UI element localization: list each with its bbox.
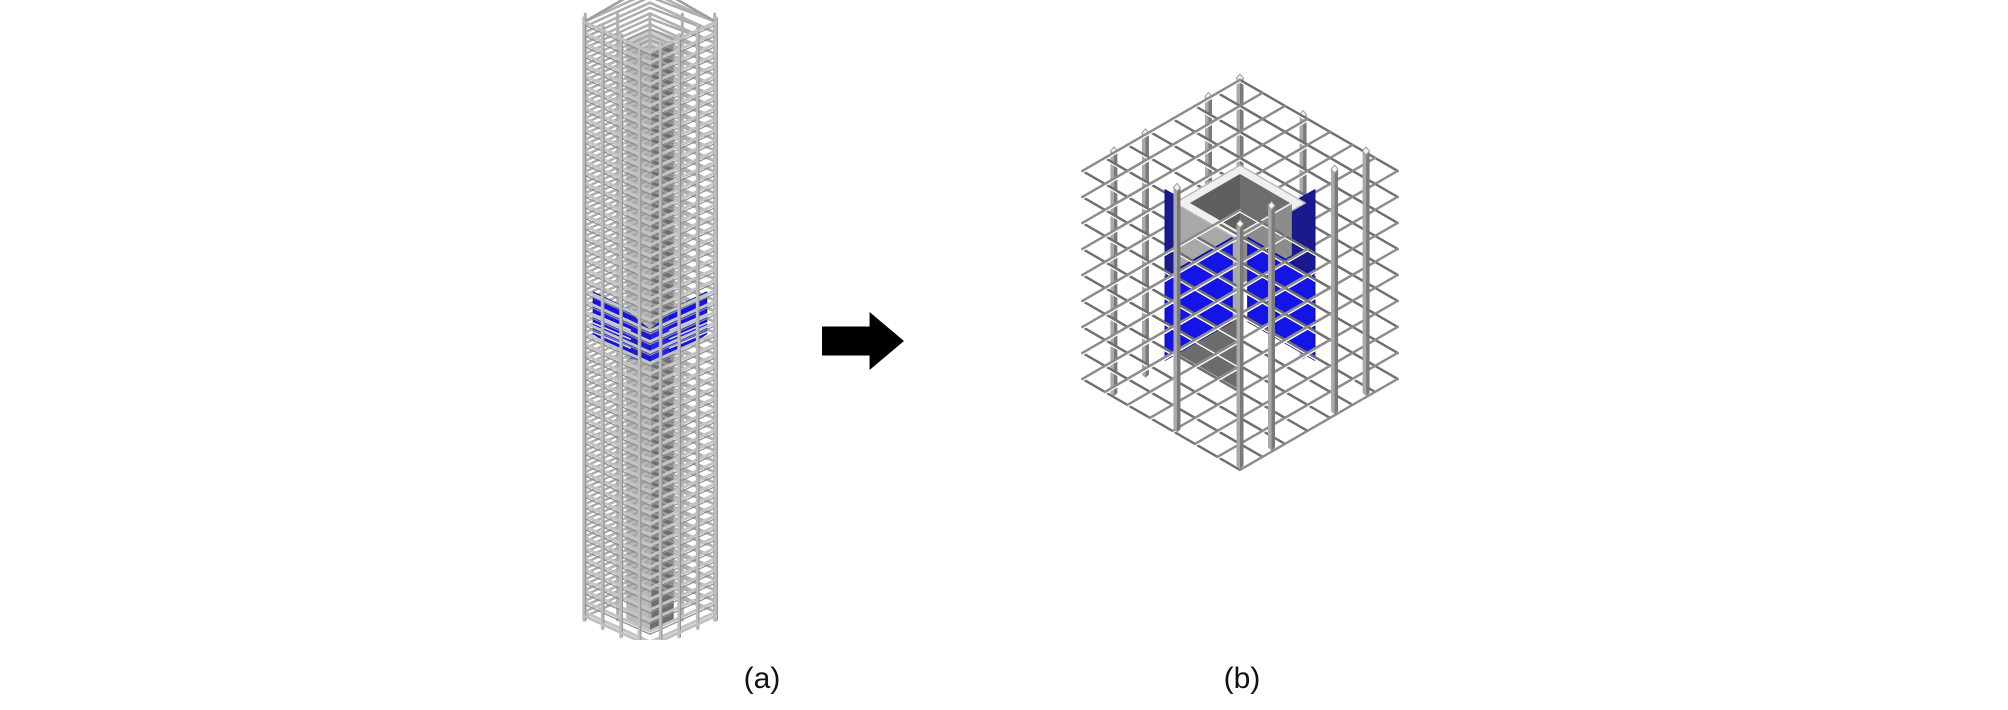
rebar-mesh-bar bbox=[1171, 325, 1332, 420]
column-plate-hatch bbox=[668, 331, 708, 349]
column-plate-hatch bbox=[592, 313, 632, 331]
rebar-vertical-bar-face-right bbox=[1176, 187, 1181, 433]
rebar-mesh-bar bbox=[1238, 130, 1399, 225]
column-cage-bottom bbox=[582, 614, 718, 640]
rebar-mesh-highlight bbox=[1171, 328, 1331, 421]
rebar-mesh-bar bbox=[1081, 234, 1242, 329]
rebar-mesh-highlight bbox=[1081, 107, 1241, 200]
rebar-vertical-bar-cap bbox=[1330, 164, 1339, 174]
column-vbars-near bbox=[582, 16, 718, 640]
rebar-mesh-highlight bbox=[1239, 380, 1399, 473]
column-assembly bbox=[582, 0, 718, 640]
rebar-mesh-bar bbox=[1238, 208, 1399, 303]
rebar-mesh-bar bbox=[1126, 312, 1287, 407]
rebar-mesh-bar bbox=[1216, 364, 1377, 459]
rebar-mesh-highlight bbox=[1171, 341, 1331, 434]
rebar-mesh-highlight bbox=[1104, 302, 1264, 395]
rebar-mesh-front bbox=[1081, 208, 1399, 473]
rebar-vertical-bar-face-left bbox=[1236, 223, 1240, 469]
rebar-mesh-bar bbox=[1126, 351, 1287, 446]
rebar-mesh-highlight bbox=[1239, 211, 1399, 304]
cage-top-edge bbox=[648, 20, 718, 54]
rebar-mesh-bar bbox=[1238, 260, 1399, 355]
cage-top-edge bbox=[582, 20, 652, 54]
rebar-vertical-bar-cap bbox=[1267, 201, 1276, 211]
panel-a-column bbox=[582, 0, 718, 640]
rebar-vertical-bar-face-left bbox=[1268, 205, 1272, 451]
rebar-mesh-bar bbox=[1171, 338, 1332, 433]
column-plate-hatch bbox=[592, 331, 632, 349]
column-plate-hatch bbox=[668, 322, 708, 340]
rebar-mesh-highlight bbox=[1081, 133, 1241, 226]
rebar-vertical-bar-face-left bbox=[1141, 132, 1146, 378]
rebar-vertical-bar-face-left bbox=[1331, 169, 1335, 415]
rebar-mesh-bar bbox=[1103, 364, 1264, 459]
column-cage-top bbox=[582, 0, 718, 54]
rebar-mesh-highlight bbox=[1081, 237, 1241, 330]
rebar-mesh-highlight bbox=[1081, 380, 1241, 473]
caption-a: (a) bbox=[744, 662, 781, 695]
rebar-mesh-highlight bbox=[1126, 315, 1286, 408]
rebar-vertical-bar-face-right bbox=[1366, 151, 1370, 396]
rebar-mesh-highlight bbox=[1081, 263, 1241, 356]
rebar-mesh-highlight bbox=[1216, 367, 1376, 460]
rebar-mesh-bar bbox=[1238, 104, 1399, 199]
caption-b: (b) bbox=[1224, 662, 1261, 695]
rebar-mesh-highlight bbox=[1239, 263, 1399, 356]
rebar-mesh-highlight bbox=[1081, 81, 1241, 174]
rebar-vertical-bar-face-right bbox=[1240, 223, 1244, 469]
rebar-mesh-bar bbox=[1238, 377, 1399, 472]
rebar-mesh-bar bbox=[1238, 156, 1399, 251]
cage-bottom-edge bbox=[660, 614, 718, 640]
rebar-mesh-bar bbox=[1081, 260, 1242, 355]
rebar-vertical-bar-face-right bbox=[1334, 169, 1339, 415]
rebar-mesh-highlight bbox=[1081, 211, 1241, 304]
rebar-mesh-highlight bbox=[1126, 354, 1286, 447]
cage-top-edge bbox=[582, 0, 625, 24]
rebar-mesh-bar bbox=[1238, 286, 1399, 381]
rebar-mesh-highlight bbox=[1239, 289, 1399, 382]
rebar-mesh-highlight bbox=[1239, 237, 1399, 330]
rebar-mesh-highlight bbox=[1239, 107, 1399, 200]
cage-bottom-edge bbox=[582, 614, 640, 640]
rebar-vertical-bar-cap bbox=[1236, 219, 1244, 229]
rebar-mesh-highlight bbox=[1239, 159, 1399, 252]
rebar-mesh-bar bbox=[1238, 78, 1399, 173]
rebar-mesh-bar bbox=[1103, 299, 1264, 394]
rebar-vertical-bar-cap bbox=[1362, 146, 1371, 156]
rebar-mesh-highlight bbox=[1239, 81, 1399, 174]
column-plate-hatch bbox=[668, 313, 708, 331]
panel-b-joint-detail bbox=[1081, 73, 1399, 473]
rebar-vertical-bar-cap bbox=[1172, 182, 1181, 192]
rebar-mesh-bar bbox=[1081, 130, 1242, 225]
rebar-mesh-highlight bbox=[1081, 289, 1241, 382]
column-plate-hatch bbox=[592, 322, 632, 340]
rebar-mesh-bar bbox=[1081, 377, 1242, 472]
rebar-vertical-bar-face-right bbox=[1271, 205, 1276, 451]
rebar-mesh-highlight bbox=[1239, 133, 1399, 226]
rebar-mesh-bar bbox=[1081, 286, 1242, 381]
rebar-mesh-highlight bbox=[1081, 159, 1241, 252]
rebar-mesh-bar bbox=[1081, 208, 1242, 303]
rebar-mesh-bar bbox=[1238, 234, 1399, 329]
rebar-vertical-bar-face-left bbox=[1362, 151, 1367, 396]
cage-top-edge bbox=[675, 0, 718, 24]
rebar-mesh-highlight bbox=[1216, 302, 1376, 395]
rebar-mesh-bar bbox=[1081, 78, 1242, 173]
rebar-mesh-highlight bbox=[1104, 367, 1264, 460]
rebar-mesh-bar bbox=[1081, 104, 1242, 199]
rebar-vertical-bar-face-left bbox=[1173, 187, 1177, 433]
rebar-mesh-bar bbox=[1216, 299, 1377, 394]
rebar-mesh-bar bbox=[1081, 156, 1242, 251]
rebar-vertical-bars-front bbox=[1172, 146, 1371, 469]
arrow-shape bbox=[822, 312, 904, 370]
transition-arrow bbox=[822, 312, 904, 370]
